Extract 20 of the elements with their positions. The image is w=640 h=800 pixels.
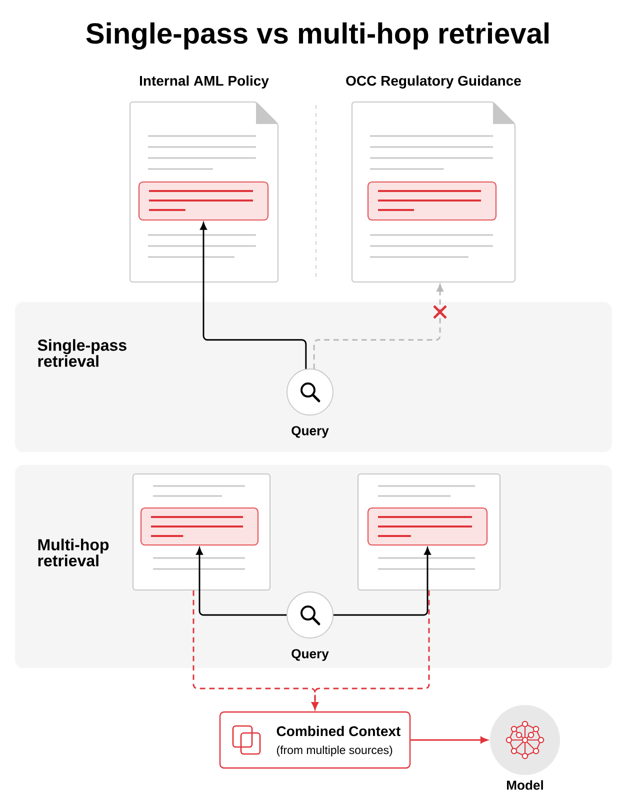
arrow [410,736,488,744]
box-subtitle: (from multiple sources) [276,746,392,756]
panel-label: Single-pass retrieval [38,339,126,367]
highlighted-passage [138,181,269,221]
highlighted-passage [367,507,488,546]
document-title: OCC Regulatory Guidance [346,75,521,89]
title: Single-pass vs multi-hop retrieval [86,22,549,50]
arrow [333,547,431,616]
box-title: Combined Context [276,726,401,736]
arrow [313,284,444,369]
panel-label: Multi-hop retrieval [38,538,109,566]
highlighted-passage [140,507,259,546]
arrow [200,222,307,369]
arrow [312,590,430,710]
highlighted-passage [367,181,497,221]
arrow [196,547,287,616]
node-label: Query [292,426,329,438]
node-label: Query [292,649,329,661]
node-label: Model [507,780,543,790]
document-title: Internal AML Policy [140,75,269,89]
